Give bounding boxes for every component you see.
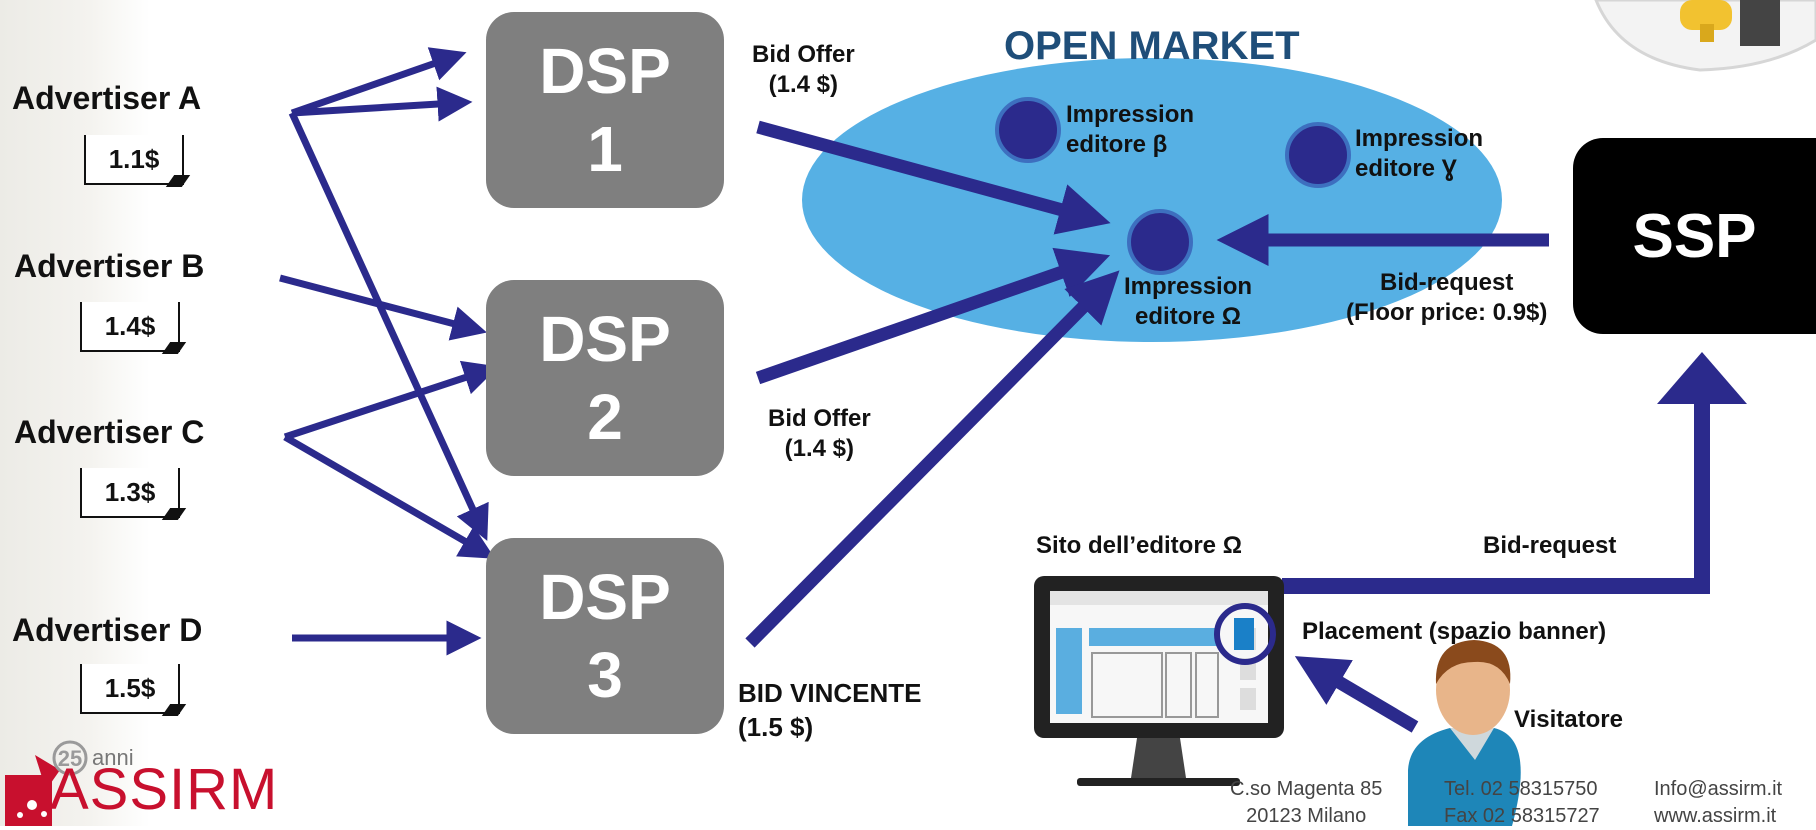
impression-gamma-label: Impression editore Ɣ xyxy=(1355,124,1483,184)
footer-address-line2: 20123 Milano xyxy=(1246,805,1367,827)
arrow-c-dsp3 xyxy=(283,433,496,559)
footer-address-line1: C.so Magenta 85 xyxy=(1230,778,1383,800)
impression-omega-label: Impression editore Ω xyxy=(1124,272,1252,332)
footer-address: C.so Magenta 85 20123 Milano xyxy=(1230,776,1382,830)
site-bid-request-label: Bid-request xyxy=(1483,532,1617,559)
placement-label: Placement (spazio banner) xyxy=(1302,618,1607,645)
winning-bid-value: (1.5 $) xyxy=(738,712,814,742)
ssp-bid-request-title: Bid-request xyxy=(1380,269,1514,296)
impression-gamma-line1: Impression xyxy=(1355,125,1484,152)
arrow-dsp1-bid xyxy=(756,120,1111,235)
advertiser-d-price-value: 1.5$ xyxy=(104,672,156,703)
assirm-logo-mark: 25 xyxy=(5,740,88,826)
impression-omega-dot xyxy=(1127,209,1193,275)
advertiser-d-label: Advertiser D xyxy=(12,612,203,648)
dsp-1-box: DSP 1 xyxy=(486,12,724,208)
arrow-b-dsp2 xyxy=(279,274,487,341)
ssp-bid-request-label: Bid-request (Floor price: 0.9$) xyxy=(1346,268,1547,328)
bid-offer-1-label: Bid Offer (1.4 $) xyxy=(752,40,855,100)
logo-anni: anni xyxy=(92,745,134,770)
dsp-2-name: DSP xyxy=(539,303,671,375)
logo-25: 25 xyxy=(58,746,82,771)
arrow-site-to-ssp xyxy=(1282,352,1747,594)
winning-bid-label: BID VINCENTE (1.5 $) xyxy=(738,676,921,744)
dsp-3-box: DSP 3 xyxy=(486,538,724,734)
advertiser-d-price: 1.5$ xyxy=(80,664,187,716)
footer-website[interactable]: www.assirm.it xyxy=(1654,805,1777,827)
arrow-a-dsp3 xyxy=(288,111,489,541)
bid-offer-1-title: Bid Offer xyxy=(752,41,855,68)
arrow-a-dsp1-upper xyxy=(290,47,467,117)
monitor-icon xyxy=(1034,576,1284,786)
bid-offer-2-label: Bid Offer (1.4 $) xyxy=(768,404,871,464)
dsp-1-name: DSP xyxy=(539,35,671,107)
visitor-person-icon xyxy=(1408,640,1521,826)
arrow-dsp3-bid xyxy=(745,270,1120,648)
advertiser-a-price-value: 1.1$ xyxy=(108,143,160,174)
winning-bid-title: BID VINCENTE xyxy=(738,678,922,708)
dsp-3-name: DSP xyxy=(539,561,671,633)
ssp-box: SSP xyxy=(1573,138,1816,334)
impression-omega-line1: Impression xyxy=(1124,273,1253,300)
ssp-floor-price: (Floor price: 0.9$) xyxy=(1346,299,1548,326)
bid-offer-2-title: Bid Offer xyxy=(768,405,871,432)
advertiser-c-price: 1.3$ xyxy=(80,468,187,520)
impression-beta-dot xyxy=(995,97,1061,163)
placement-highlight-circle xyxy=(1214,603,1276,665)
impression-gamma-line2: editore Ɣ xyxy=(1355,155,1457,182)
advertiser-a-label: Advertiser A xyxy=(12,80,202,116)
footer-fax: Fax 02 58315727 xyxy=(1444,805,1600,827)
open-market-title: OPEN MARKET xyxy=(1004,24,1300,68)
dsp-3-number: 3 xyxy=(587,639,623,711)
bid-offer-2-value: (1.4 $) xyxy=(784,435,855,462)
advertiser-b-price: 1.4$ xyxy=(80,302,187,354)
money-hand-icon xyxy=(1594,0,1816,72)
impression-beta-label: Impression editore β xyxy=(1066,100,1194,160)
advertiser-c-label: Advertiser C xyxy=(14,414,205,450)
bid-offer-1-value: (1.4 $) xyxy=(768,71,839,98)
dsp-2-number: 2 xyxy=(587,381,623,453)
impression-beta-line2: editore β xyxy=(1066,131,1168,158)
advertiser-a-price: 1.1$ xyxy=(84,135,191,187)
arrow-c-dsp2 xyxy=(283,360,499,441)
visitor-label: Visitatore xyxy=(1514,706,1623,733)
logo-assirm: ASSIRM xyxy=(50,757,279,822)
footer-tel: Tel. 02 58315750 xyxy=(1444,778,1598,800)
dsp-1-number: 1 xyxy=(587,113,623,185)
publisher-site-label: Sito dell’editore Ω xyxy=(1036,532,1242,559)
impression-beta-line1: Impression xyxy=(1066,101,1195,128)
footer-contacts: Info@assirm.it www.assirm.it xyxy=(1654,776,1782,830)
ssp-label: SSP xyxy=(1632,201,1757,271)
advertiser-b-price-value: 1.4$ xyxy=(104,310,156,341)
impression-omega-line2: editore Ω xyxy=(1135,303,1241,330)
arrow-a-dsp1-lower xyxy=(291,86,473,122)
arrow-dsp2-bid xyxy=(755,247,1111,385)
dsp-2-box: DSP 2 xyxy=(486,280,724,476)
placement-banner-slot xyxy=(1234,618,1254,650)
arrow-visitor-to-placement xyxy=(1294,656,1419,733)
advertiser-c-price-value: 1.3$ xyxy=(104,476,156,507)
advertiser-b-label: Advertiser B xyxy=(14,248,205,284)
footer-email[interactable]: Info@assirm.it xyxy=(1654,778,1783,800)
footer-phone: Tel. 02 58315750 Fax 02 58315727 xyxy=(1444,776,1600,830)
impression-gamma-dot xyxy=(1285,122,1351,188)
